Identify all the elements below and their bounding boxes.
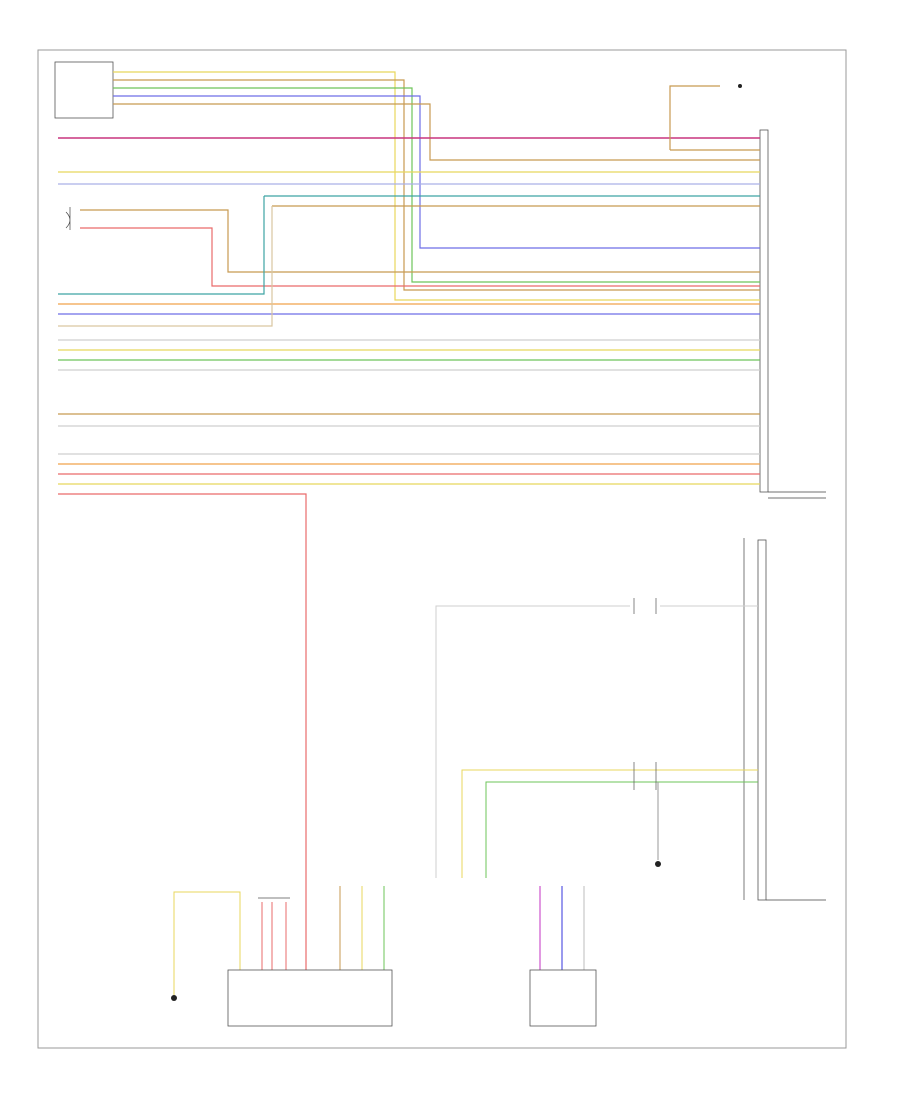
audio-speaker-box (54, 61, 114, 119)
ext-audio-wires-red (261, 902, 287, 970)
wire-gray-to-right (435, 605, 630, 878)
switch-sensor-symbol (65, 207, 71, 230)
audio-speaker-component (54, 61, 114, 119)
instrument-connector-tail (743, 538, 826, 901)
wire-tan-2 (113, 103, 760, 161)
wire-harness-mid (435, 605, 758, 878)
ground-mid-icon (655, 861, 661, 867)
splice-lower (633, 762, 657, 790)
ground-left (171, 891, 241, 1001)
ground-left-icon (171, 995, 177, 1001)
switch-sensor-component (65, 207, 71, 230)
external-audio-source-connector (227, 886, 393, 1027)
wire-harness-top (58, 71, 760, 970)
ext-audio2-connector-box (529, 969, 597, 1027)
splice-symbols (633, 598, 657, 790)
wire-green-1 (113, 87, 760, 283)
splice-upper (633, 598, 657, 614)
instrument-connector (743, 538, 826, 901)
wire-yellow-1 (113, 71, 760, 301)
wire-switch-red (80, 227, 760, 287)
wire-beige-left (58, 206, 273, 327)
wire-tan-1 (113, 79, 760, 291)
ext-audio-connector-box (227, 969, 393, 1027)
radio-connector-tail (768, 491, 826, 499)
ground-left-wire (173, 891, 241, 996)
wire-green-right (485, 781, 758, 878)
radio-connector-body (759, 129, 769, 493)
radio-connector (759, 129, 826, 499)
wire-red-down (58, 493, 307, 970)
wire-yellow-right (461, 769, 758, 878)
instrument-connector-body (757, 539, 767, 901)
wire-switch-tan (80, 209, 760, 273)
ground-mid (655, 861, 661, 867)
top-right-terminal (738, 84, 742, 88)
external-audio-source-connector-2 (529, 886, 597, 1027)
diagram-frame (37, 49, 847, 1049)
wire-tan-3-up (669, 85, 720, 150)
wire-teal-left (58, 196, 265, 295)
top-right-connector (738, 84, 742, 88)
